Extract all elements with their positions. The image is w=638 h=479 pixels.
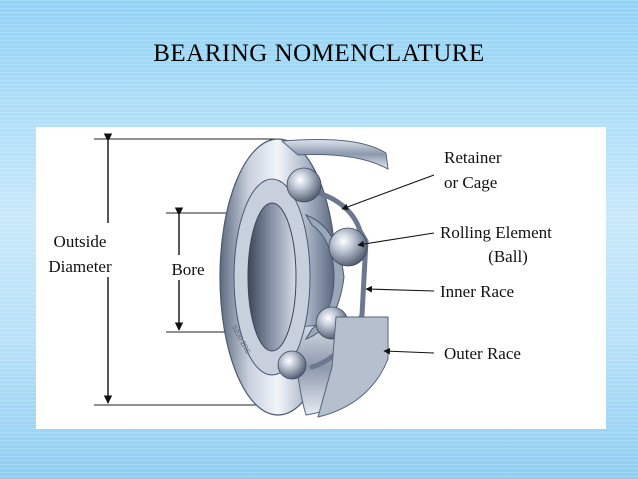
bore-label: Bore bbox=[171, 260, 204, 279]
retainer-label-line1: Retainer bbox=[444, 148, 502, 167]
bearing-illustration: 5200 2RS bbox=[219, 138, 389, 418]
outside-diameter-label-line2: Diameter bbox=[48, 257, 112, 276]
leader-lines bbox=[341, 174, 435, 355]
inner-race-leader bbox=[365, 285, 435, 293]
bearing-diagram-panel: Outside Diameter Bore bbox=[36, 127, 606, 429]
retainer-leader bbox=[341, 174, 435, 211]
rolling-element-label-line1: Rolling Element bbox=[440, 223, 552, 242]
inner-race-label: Inner Race bbox=[440, 282, 514, 301]
rolling-element-leader bbox=[357, 232, 435, 248]
slide-title: BEARING NOMENCLATURE bbox=[153, 40, 485, 67]
rolling-element-label-line2: (Ball) bbox=[488, 247, 528, 266]
ball-middle bbox=[328, 227, 368, 267]
bearing-diagram: Outside Diameter Bore bbox=[48, 133, 552, 418]
ball-top bbox=[286, 167, 322, 203]
outside-diameter-dimension bbox=[94, 133, 276, 406]
outer-race-label: Outer Race bbox=[444, 344, 521, 363]
outer-ring-top-section bbox=[280, 139, 389, 170]
outside-diameter-label-line1: Outside bbox=[54, 232, 107, 251]
retainer-label-line2: or Cage bbox=[444, 173, 497, 192]
outer-race-block bbox=[317, 316, 389, 418]
outer-race-leader bbox=[383, 347, 435, 355]
bore-hole bbox=[247, 202, 297, 352]
ball-bottom bbox=[277, 350, 307, 380]
